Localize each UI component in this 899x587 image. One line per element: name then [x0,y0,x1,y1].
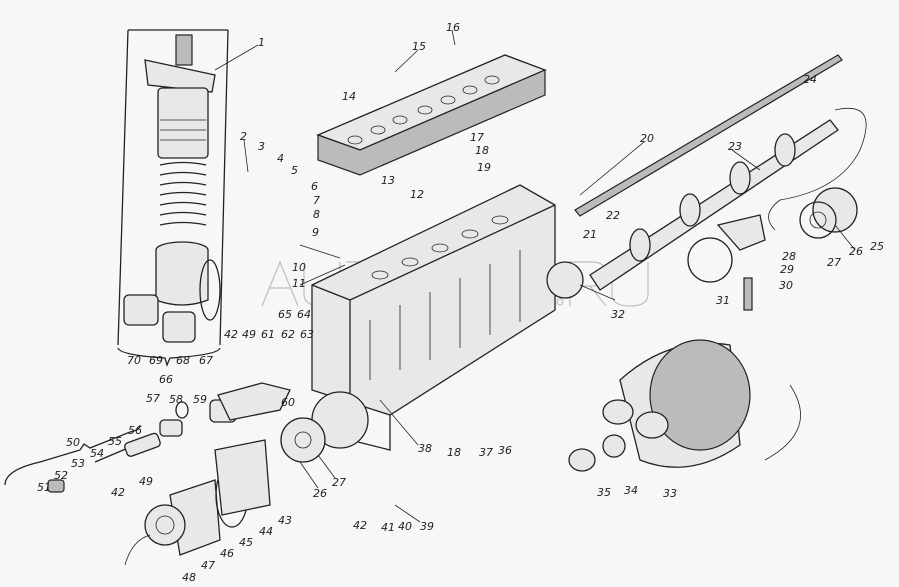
plunger-assembly [117,29,229,367]
label-56: 56 [128,424,142,437]
label-32: 32 [611,308,625,321]
label-64: 64 [297,308,311,321]
label-18b: 18 [447,446,461,459]
label-13: 13 [381,174,395,187]
label-21: 21 [583,228,597,241]
label-70: 70 [127,354,141,367]
label-17: 17 [470,131,484,144]
bearing-group-right [280,187,858,463]
label-60: 60 [281,396,295,409]
label-34: 34 [624,484,638,497]
label-10: 10 [292,261,306,274]
label-35: 35 [597,486,611,499]
label-50: 50 [66,436,80,449]
label-28: 28 [782,250,796,263]
label-7: 7 [313,194,320,207]
label-47: 47 [201,559,215,572]
label-9: 9 [312,226,319,239]
label-63: 63 [300,328,314,341]
label-6: 6 [311,180,318,193]
label-57: 57 [146,392,160,405]
governor-drum [568,339,801,472]
label-24: 24 [803,73,817,86]
label-49: 49 [139,475,153,488]
label-16: 16 [446,21,460,34]
label-25: 25 [870,240,884,253]
leader-lines [214,29,856,523]
label-49c: 49 [242,328,256,341]
cover-part-14 [316,54,547,176]
label-54: 54 [90,447,104,460]
label-37: 37 [479,446,493,459]
label-42: 42 [353,519,367,532]
label-26: 26 [849,245,863,258]
label-38: 38 [418,442,432,455]
label-65: 65 [278,308,292,321]
label-48: 48 [182,571,196,584]
label-14: 14 [342,90,356,103]
label-5: 5 [291,164,298,177]
label-43: 43 [278,514,292,527]
label-68: 68 [176,354,190,367]
label-51: 51 [37,481,51,494]
label-36: 36 [498,444,512,457]
label-62: 62 [281,328,295,341]
label-58: 58 [169,393,183,406]
label-67: 67 [199,354,213,367]
label-33: 33 [663,487,677,500]
label-46: 46 [220,547,234,560]
label-39: 39 [420,520,434,533]
label-1: 1 [258,36,265,49]
label-23: 23 [728,140,742,153]
label-29: 29 [780,263,794,276]
label-55: 55 [108,435,122,448]
label-52: 52 [54,469,68,482]
label-66: 66 [159,373,173,386]
label-2: 2 [240,130,247,143]
label-20: 20 [640,132,654,145]
label-61: 61 [261,328,275,341]
label-41: 41 [381,521,395,534]
label-3: 3 [258,140,265,153]
label-12: 12 [410,188,424,201]
label-8: 8 [313,208,320,221]
label-22: 22 [606,209,620,222]
label-27: 27 [827,256,841,269]
label-31: 31 [716,294,730,307]
label-15: 15 [412,40,426,53]
label-30: 30 [779,279,793,292]
label-59: 59 [193,393,207,406]
label-40: 40 [398,520,412,533]
label-42c: 42 [224,328,238,341]
label-44: 44 [259,525,273,538]
label-18: 18 [475,144,489,157]
label-26b: 26 [313,487,327,500]
label-53: 53 [71,457,85,470]
part-labels: 1 2 3 4 5 6 7 8 9 10 11 12 13 14 15 16 1… [37,21,884,584]
label-11: 11 [292,277,306,290]
label-69: 69 [149,354,163,367]
coupling-group [4,382,291,566]
label-27b: 27 [332,476,346,489]
rack-and-camshaft [574,54,867,291]
pump-housing [311,184,584,451]
label-4: 4 [277,152,284,165]
label-19: 19 [477,161,491,174]
label-45: 45 [239,536,253,549]
label-42b: 42 [111,486,125,499]
